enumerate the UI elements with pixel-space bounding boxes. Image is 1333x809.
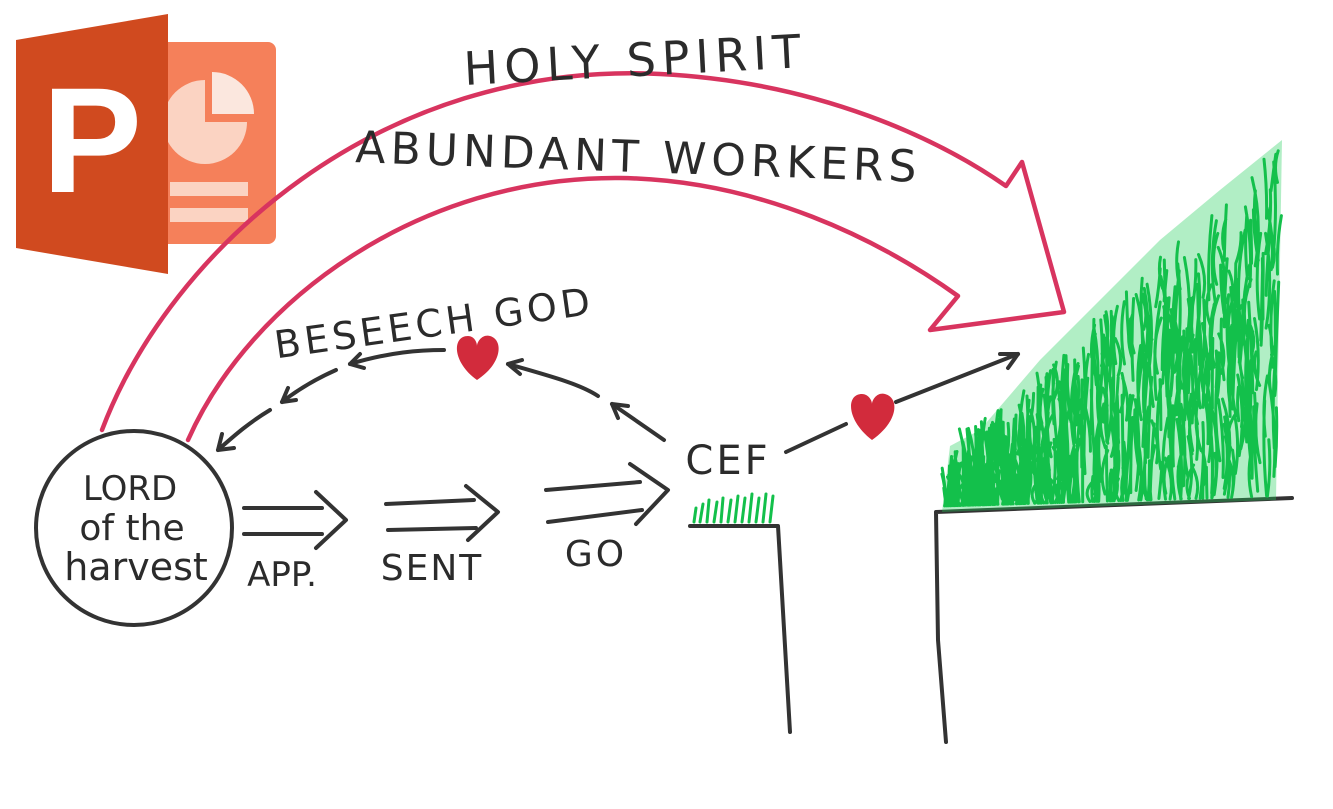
go-double-arrow	[544, 462, 670, 526]
sent-double-arrow	[384, 484, 500, 542]
heart-icon	[851, 393, 895, 440]
powerpoint-logo-icon: P	[16, 14, 276, 274]
lord-label-line2: of the	[79, 508, 184, 549]
beseech-god-label: BESEECH GOD	[272, 279, 597, 367]
app-label: APP.	[247, 555, 317, 595]
lord-label-line1: LORD	[83, 469, 177, 509]
grass-icon	[692, 492, 775, 524]
lord-label-line3: harvest	[64, 545, 208, 589]
go-label: GO	[565, 534, 627, 575]
abundant-workers-label: ABUNDANT WORKERS	[355, 122, 923, 193]
sent-label: SENT	[381, 548, 484, 589]
lord-of-harvest-circle	[34, 429, 234, 627]
cef-label: CEF	[685, 438, 770, 484]
holy-spirit-arrow	[99, 71, 1067, 443]
right-cliff	[934, 496, 1294, 744]
app-double-arrow	[242, 490, 348, 550]
left-cliff	[688, 524, 792, 734]
cef-to-harvest-arrow	[784, 352, 1020, 454]
powerpoint-logo-letter: P	[42, 56, 142, 224]
beseech-god-arrows	[216, 348, 666, 452]
grass-icon	[940, 140, 1283, 512]
heart-icon	[456, 335, 499, 380]
grass-strokes	[940, 149, 1283, 508]
